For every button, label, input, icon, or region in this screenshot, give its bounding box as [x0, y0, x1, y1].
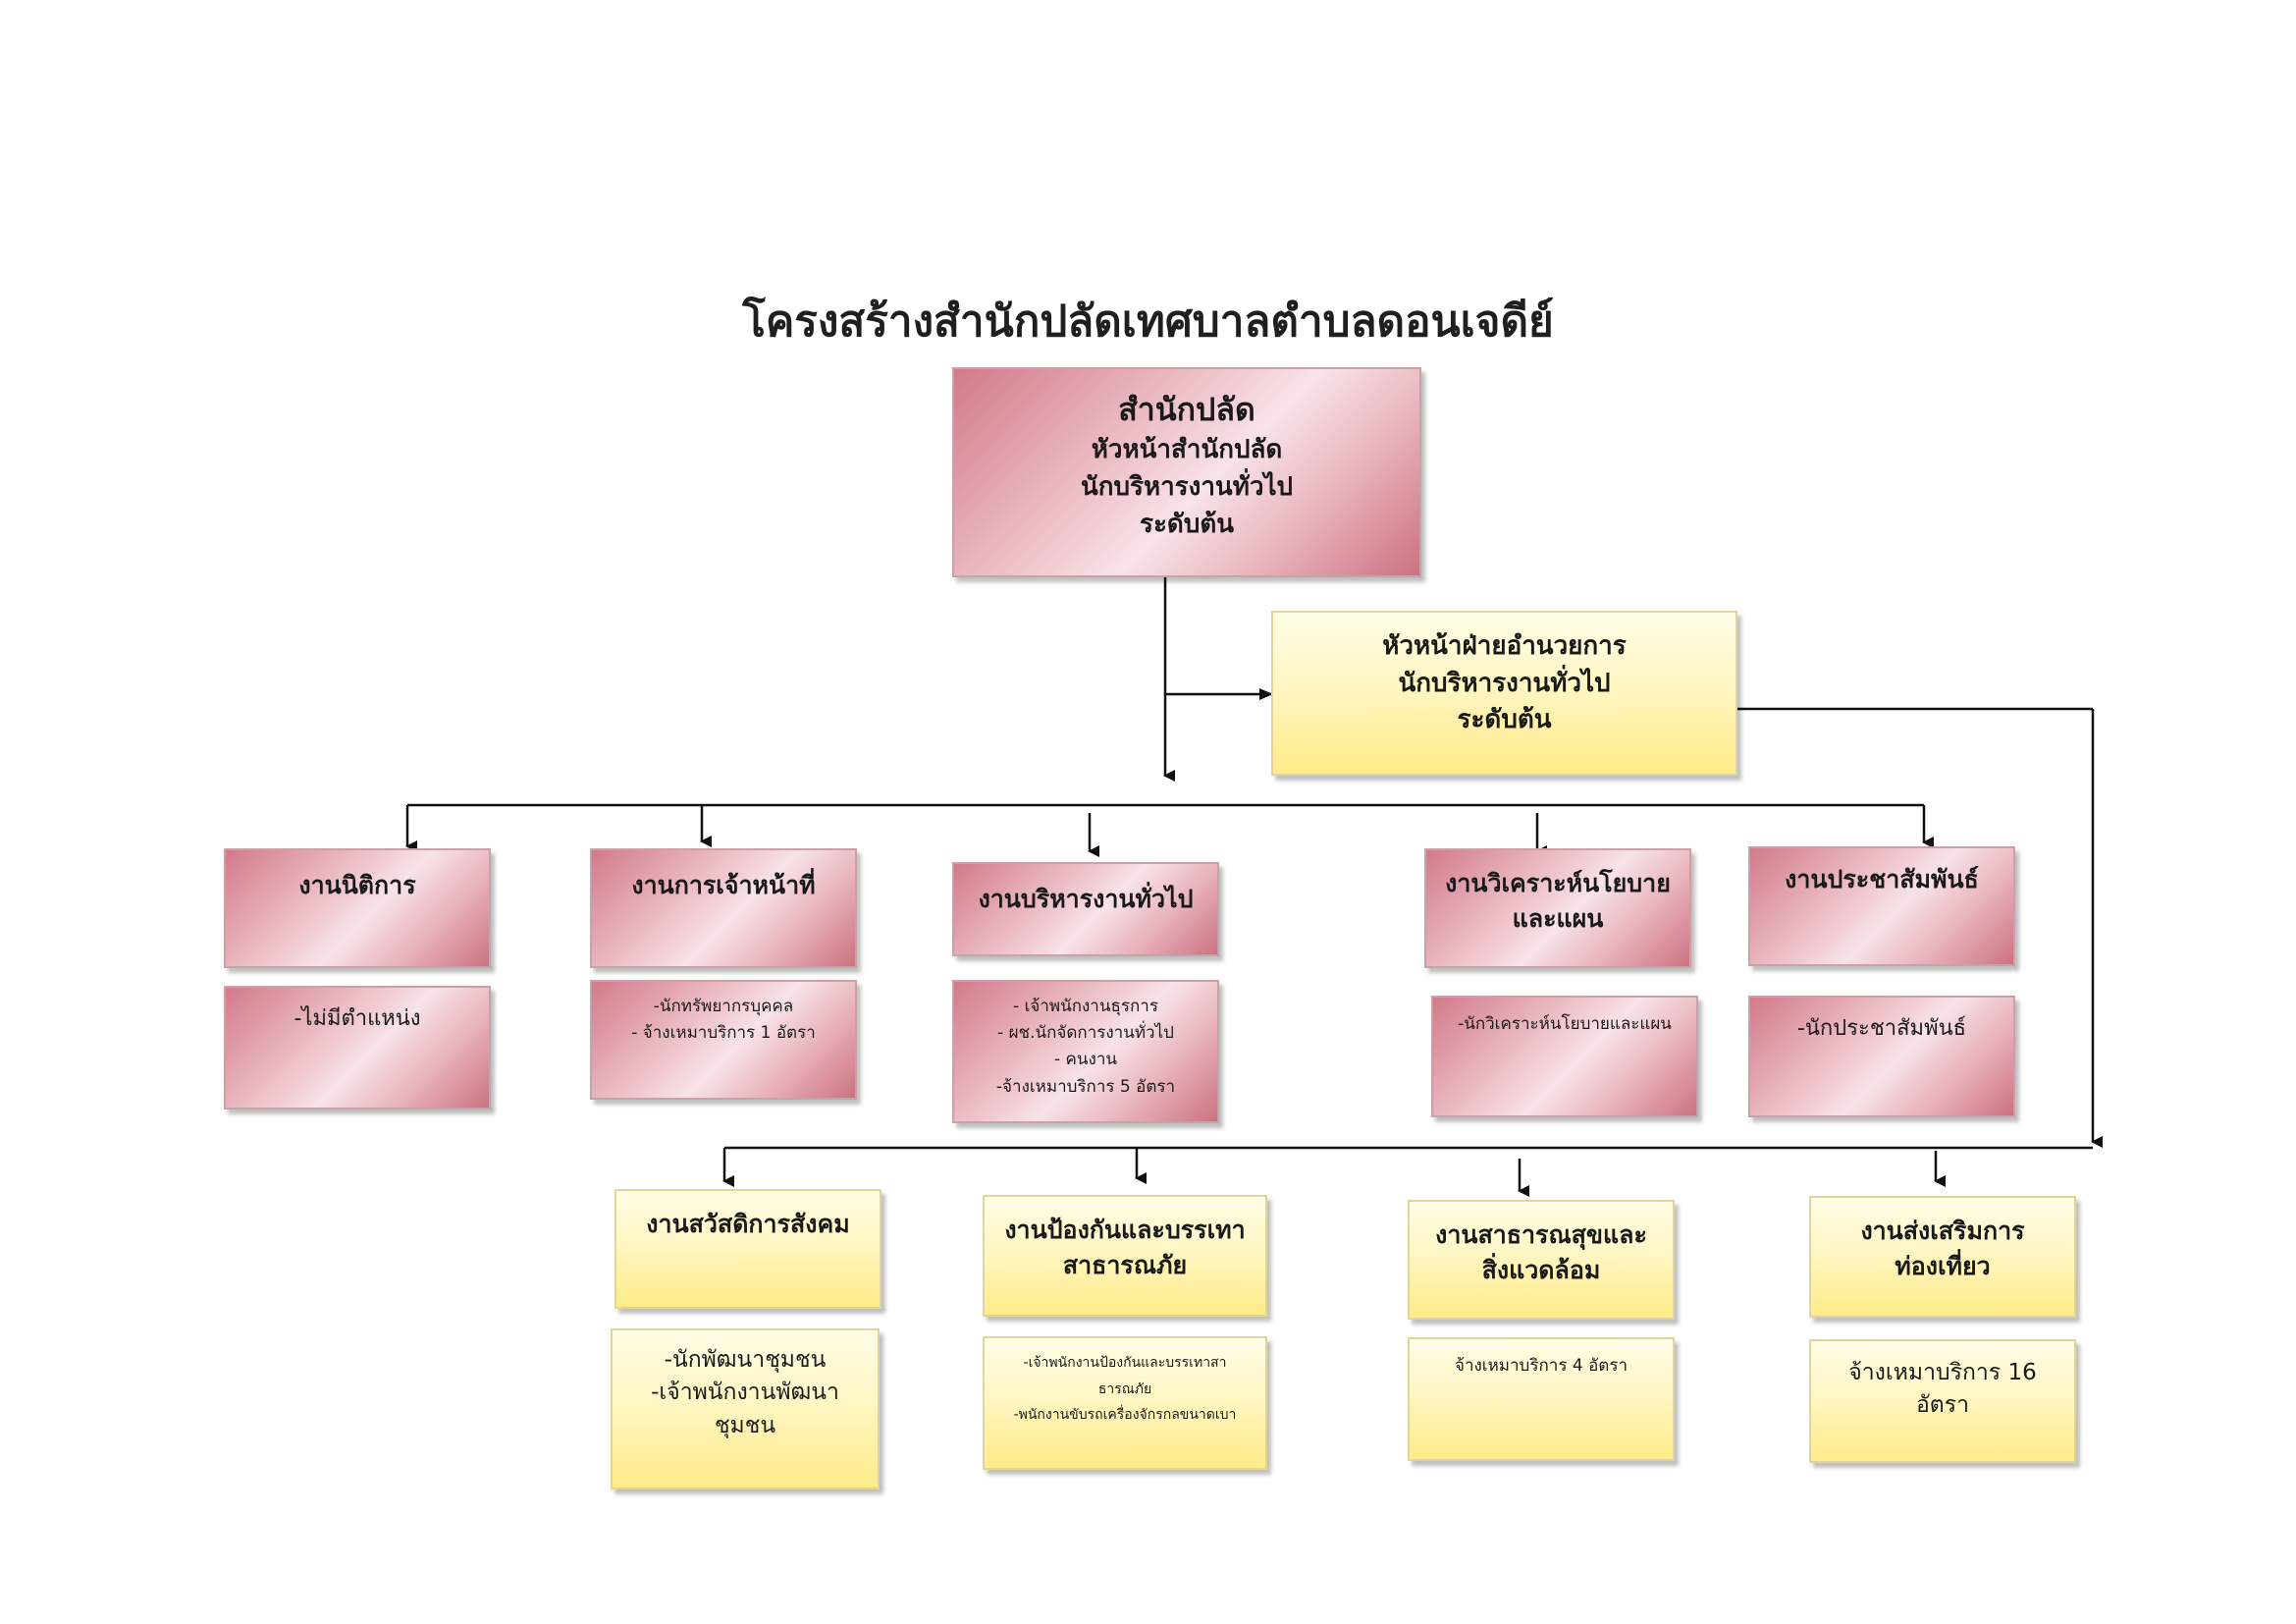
staff-text: จ้างเหมาบริการ 16: [1848, 1360, 2037, 1385]
staff-text: -นักวิเคราะห์นโยบายและแผน: [1458, 1014, 1672, 1034]
section-tourism-title: งานส่งเสริมการ ท่องเที่ยว: [1809, 1196, 2076, 1318]
section-disaster-staff: -เจ้าพนักงานป้องกันและบรรเทาสา ธารณภัย -…: [983, 1336, 1267, 1470]
section-title-text: งานวิเคราะห์นโยบาย: [1445, 869, 1671, 897]
staff-text: - จ้างเหมาบริการ 1 อัตรา: [631, 1023, 816, 1044]
section-title-text: สาธารณภัย: [1062, 1251, 1188, 1280]
staff-text: จ้างเหมาบริการ 4 อัตรา: [1454, 1356, 1629, 1376]
section-policy-staff: -นักวิเคราะห์นโยบายและแผน: [1431, 996, 1698, 1117]
section-title-text: งานสาธารณสุขและ: [1435, 1220, 1647, 1249]
deputy-head-box: หัวหน้าฝ่ายอำนวยการ นักบริหารงานทั่วไป ร…: [1271, 611, 1737, 776]
section-disaster-title: งานป้องกันและบรรเทา สาธารณภัย: [983, 1195, 1267, 1317]
section-welfare-staff: -นักพัฒนาชุมชน -เจ้าพนักงานพัฒนา ชุมชน: [611, 1328, 880, 1489]
section-title-text: และแผน: [1512, 904, 1604, 934]
staff-text: - ผช.นักจัดการงานทั่วไป: [997, 1023, 1174, 1044]
section-title-text: งานบริหารงานทั่วไป: [978, 885, 1194, 913]
staff-text: -จ้างเหมาบริการ 5 อัตรา: [995, 1076, 1176, 1097]
head-office-line-1: หัวหน้าสำนักปลัด: [1091, 435, 1283, 465]
head-office-line-2: นักบริหารงานทั่วไป: [1080, 472, 1294, 503]
section-legal-title: งานนิติการ: [224, 848, 491, 968]
staff-text: -เจ้าพนักงานพัฒนา: [651, 1380, 839, 1406]
section-title-text: สิ่งแวดล้อม: [1481, 1256, 1601, 1285]
section-legal-staff: -ไม่มีตำแหน่ง: [224, 986, 491, 1110]
section-title-text: งานสวัสดิการสังคม: [646, 1210, 850, 1238]
section-title-text: งานป้องกันและบรรเทา: [1004, 1216, 1246, 1244]
deputy-line-1: หัวหน้าฝ่ายอำนวยการ: [1382, 631, 1627, 661]
section-health-staff: จ้างเหมาบริการ 4 อัตรา: [1408, 1337, 1675, 1461]
head-office-name: สำนักปลัด: [1118, 391, 1255, 428]
section-title-text: งานนิติการ: [298, 871, 416, 899]
section-title-text: งานการเจ้าหน้าที่: [631, 871, 816, 899]
staff-text: ชุมชน: [714, 1412, 776, 1438]
page-title: โครงสร้างสำนักปลัดเทศบาลตำบลดอนเจดีย์: [742, 297, 1554, 347]
section-tourism-staff: จ้างเหมาบริการ 16 อัตรา: [1809, 1339, 2076, 1463]
staff-text: - เจ้าพนักงานธุรการ: [1013, 997, 1158, 1016]
staff-text: -ไม่มีตำแหน่ง: [294, 1006, 421, 1031]
deputy-line-3: ระดับต้น: [1457, 705, 1552, 735]
staff-text: ธารณภัย: [1097, 1380, 1152, 1397]
staff-text: -นักพัฒนาชุมชน: [664, 1347, 827, 1373]
staff-text: -นักทรัพยากรบุคคล: [653, 997, 794, 1016]
section-welfare-title: งานสวัสดิการสังคม: [614, 1189, 881, 1309]
section-title-text: ท่องเที่ยว: [1895, 1252, 1991, 1281]
staff-text: -นักประชาสัมพันธ์: [1796, 1016, 1967, 1041]
section-pr-title: งานประชาสัมพันธ์: [1748, 846, 2015, 966]
section-general-admin-staff: - เจ้าพนักงานธุรการ - ผช.นักจัดการงานทั่…: [952, 980, 1219, 1123]
head-office-line-3: ระดับต้น: [1140, 509, 1234, 539]
section-personnel-staff: -นักทรัพยากรบุคคล - จ้างเหมาบริการ 1 อัต…: [590, 980, 857, 1100]
section-title-text: งานส่งเสริมการ: [1860, 1217, 2025, 1245]
head-office-box: สำนักปลัด หัวหน้าสำนักปลัด นักบริหารงานท…: [952, 367, 1421, 577]
section-title-text: งานประชาสัมพันธ์: [1785, 865, 1979, 893]
staff-text: - คนงาน: [1054, 1050, 1117, 1070]
section-policy-title: งานวิเคราะห์นโยบาย และแผน: [1424, 848, 1691, 968]
section-personnel-title: งานการเจ้าหน้าที่: [590, 848, 857, 968]
section-general-admin-title: งานบริหารงานทั่วไป: [952, 862, 1219, 956]
deputy-line-2: นักบริหารงานทั่วไป: [1398, 668, 1611, 698]
staff-text: -เจ้าพนักงานป้องกันและบรรเทาสา: [1023, 1355, 1227, 1371]
section-health-title: งานสาธารณสุขและ สิ่งแวดล้อม: [1408, 1200, 1675, 1320]
staff-text: -พนักงานขับรถเครื่องจักรกลขนาดเบา: [1013, 1407, 1237, 1424]
section-pr-staff: -นักประชาสัมพันธ์: [1748, 996, 2015, 1117]
staff-text: อัตรา: [1915, 1392, 1970, 1419]
